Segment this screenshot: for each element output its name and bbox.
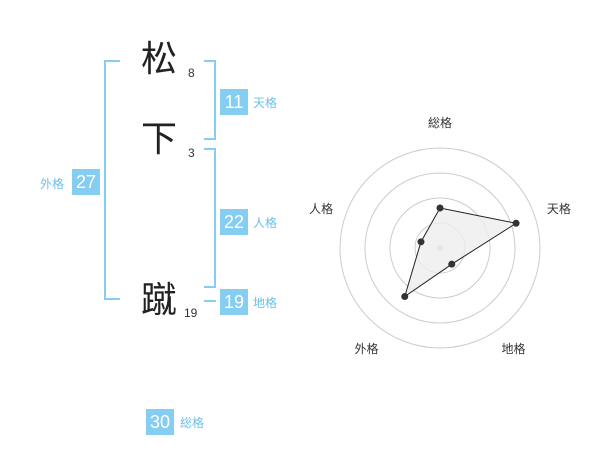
radar-axis-label-1: 総格 <box>428 116 453 130</box>
radar-axis-label-2: 天格 <box>546 202 571 217</box>
radar-point-3 <box>448 260 456 268</box>
chikaku-connector <box>204 300 216 302</box>
gaikaku-label: 外格 <box>40 177 65 191</box>
radar-axis-label-4: 外格 <box>354 342 379 357</box>
jinkaku-bracket <box>204 148 216 288</box>
stroke-count-1: 8 <box>188 66 195 80</box>
radar-axis-label-3: 地格 <box>501 342 526 357</box>
soukaku-label: 総格 <box>180 416 205 430</box>
radar-point-1 <box>436 204 444 212</box>
radar-point-2 <box>512 219 520 227</box>
radar-ring-2 <box>389 197 491 299</box>
soukaku-value: 30 <box>146 409 174 435</box>
radar-point-5 <box>417 238 425 246</box>
tenkaku-label: 天格 <box>253 96 278 110</box>
tenkaku-bracket <box>204 60 216 140</box>
radar-axis-label-5: 人格 <box>309 202 334 217</box>
radar-polygon <box>403 207 518 298</box>
name-char-3: 蹴 <box>141 280 178 321</box>
chikaku-value: 19 <box>220 289 248 315</box>
name-char-2: 下 <box>141 119 178 160</box>
radar-ring-3 <box>364 172 516 324</box>
gaikaku-value: 27 <box>72 169 100 195</box>
radar-ring-4 <box>339 147 541 349</box>
jinkaku-label: 人格 <box>253 216 278 230</box>
tenkaku-value: 11 <box>220 89 248 115</box>
stroke-count-2: 3 <box>188 146 195 160</box>
chikaku-label: 地格 <box>253 296 278 310</box>
radar-point-4 <box>401 293 409 301</box>
gaikaku-bracket <box>104 60 120 300</box>
stroke-count-3: 19 <box>184 306 198 320</box>
jinkaku-value: 22 <box>220 209 248 235</box>
name-char-1: 松 <box>141 39 178 80</box>
